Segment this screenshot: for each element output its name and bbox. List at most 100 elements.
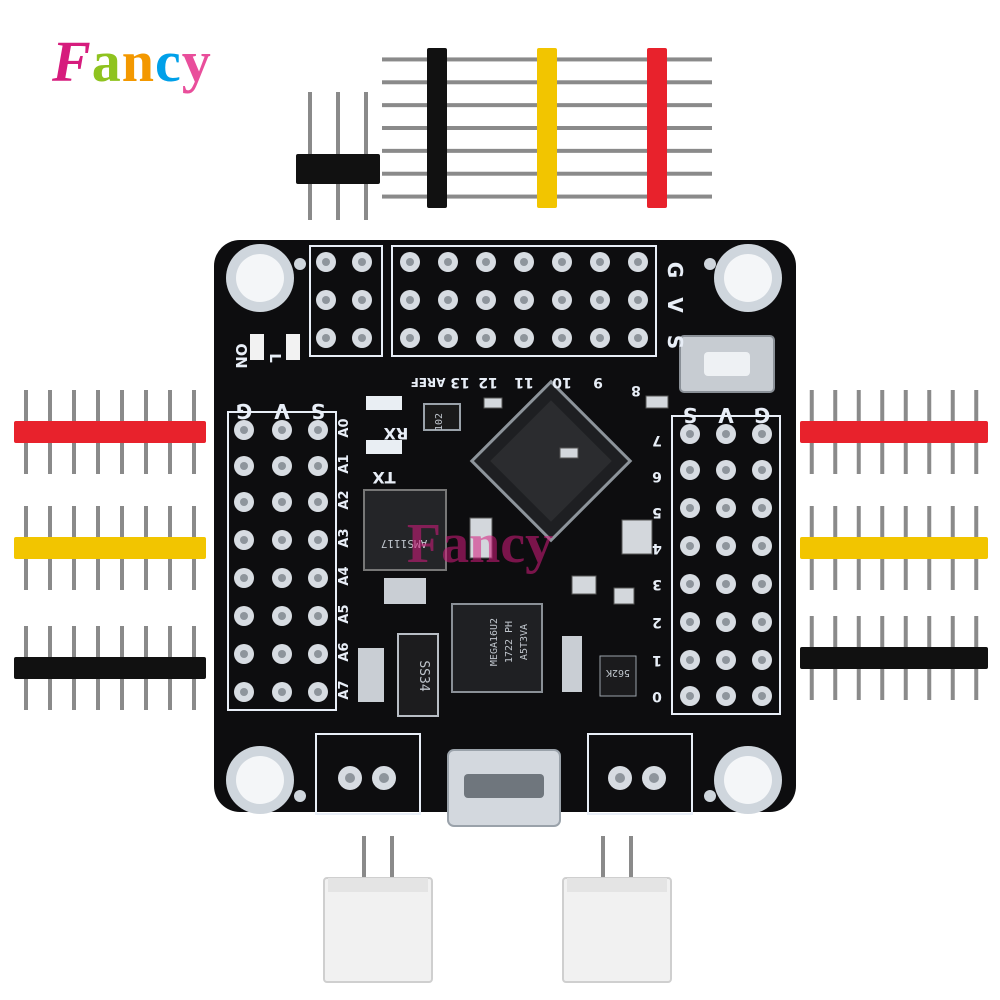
jst-pin	[390, 836, 394, 886]
header-pad-hole	[322, 334, 330, 342]
jst-pad-hole	[345, 773, 355, 783]
smd-component	[571, 575, 597, 595]
top-pin-number: 11	[514, 374, 533, 390]
analog-pin-label: A3	[337, 528, 352, 547]
header-pad-hole	[482, 334, 490, 342]
smd-component	[621, 519, 653, 555]
usb-chip-sub-label-2: A5T3VA	[519, 624, 530, 660]
small-header-housing	[296, 154, 380, 184]
header-pad-hole	[520, 296, 528, 304]
header-pad-hole	[722, 542, 730, 550]
header-pad-hole	[722, 692, 730, 700]
schottky-diode	[397, 633, 439, 717]
header-pad-hole	[686, 430, 694, 438]
label-aref: AREF	[411, 375, 446, 389]
top-header-label-v: V	[663, 297, 687, 313]
header-pad-hole	[240, 688, 248, 696]
jst-lip	[328, 878, 428, 892]
silk-outline-jst-left	[315, 733, 421, 815]
digital-pin-label: 7	[652, 432, 662, 448]
header-pad-hole	[278, 612, 286, 620]
logo-letter-a: a	[91, 29, 122, 94]
header-pad-hole	[722, 504, 730, 512]
brand-logo: Fancy	[52, 28, 212, 95]
smd-component	[483, 397, 503, 409]
left-black-header-strip-housing	[14, 657, 206, 679]
usb-chip-sub-label: 1722 PH	[504, 621, 515, 663]
header-pad-hole	[406, 258, 414, 266]
left-red-header-strip-housing	[14, 421, 206, 443]
via-pad	[294, 790, 306, 802]
header-pad-hole	[634, 296, 642, 304]
left-header-label-s: S	[311, 399, 325, 423]
smd-component	[613, 587, 635, 605]
logo-letter-y: y	[181, 29, 212, 94]
led-label-l: L	[266, 353, 284, 363]
jst-pad-hole	[615, 773, 625, 783]
usb-interface-chip	[451, 603, 543, 693]
header-pad-hole	[758, 656, 766, 664]
header-pad-hole	[314, 536, 322, 544]
led-label-on: ON	[232, 343, 250, 368]
header-pad-hole	[722, 656, 730, 664]
header-pad-hole	[444, 334, 452, 342]
header-pad-hole	[596, 258, 604, 266]
via-pad	[704, 258, 716, 270]
header-pad-hole	[686, 618, 694, 626]
header-pad-hole	[322, 296, 330, 304]
header-pad-hole	[444, 258, 452, 266]
header-pad-hole	[406, 334, 414, 342]
top-red-header-strip	[602, 48, 712, 208]
pin-number-8: 8	[631, 382, 641, 398]
header-pad-hole	[686, 504, 694, 512]
analog-pin-label: A4	[337, 566, 352, 585]
led-on	[250, 334, 264, 360]
micro-usb-opening	[464, 774, 544, 798]
silk-outline-jst-right	[587, 733, 693, 815]
header-pad-hole	[314, 612, 322, 620]
header-pad-hole	[758, 504, 766, 512]
smd-component	[469, 517, 493, 559]
header-pad-hole	[278, 574, 286, 582]
left-yellow-header-strip-housing	[14, 537, 206, 559]
logo-letter-f: F	[52, 29, 92, 94]
pcb-board	[214, 240, 796, 827]
header-pad-hole	[722, 580, 730, 588]
jst-pin	[601, 836, 605, 886]
header-pad-hole	[520, 258, 528, 266]
right-black-header-strip-housing	[800, 647, 988, 669]
header-pad-hole	[240, 612, 248, 620]
jst-pin	[629, 836, 633, 886]
analog-pin-label: A2	[337, 490, 352, 509]
crystal	[562, 636, 582, 692]
left-header-label-v: V	[274, 399, 290, 423]
led-tx-pad	[366, 440, 402, 454]
led-l	[286, 334, 300, 360]
header-pad-hole	[520, 334, 528, 342]
header-pad-hole	[758, 542, 766, 550]
led-rx-pad	[366, 396, 402, 410]
header-pad-hole	[278, 426, 286, 434]
top-red-header-strip-housing	[647, 48, 667, 208]
top-yellow-header-strip	[492, 48, 602, 208]
left-red-header-strip	[14, 390, 206, 474]
jst-housing	[562, 877, 672, 983]
header-pad-hole	[634, 334, 642, 342]
header-pad-hole	[758, 618, 766, 626]
header-pad-hole	[634, 258, 642, 266]
right-black-header-strip	[800, 616, 988, 700]
smd-capacitor	[358, 648, 384, 702]
digital-pin-label: 3	[652, 576, 662, 592]
header-pad-hole	[314, 426, 322, 434]
header-pad-hole	[558, 296, 566, 304]
resistor-562k-label: 562K	[606, 667, 630, 678]
top-pin-number: 10	[552, 374, 572, 390]
right-red-header-strip	[800, 390, 988, 474]
header-pad-hole	[482, 296, 490, 304]
resistor-562k	[599, 655, 637, 697]
header-pad-hole	[558, 334, 566, 342]
regulator-label: AMS1117	[381, 537, 427, 550]
header-pad-hole	[240, 498, 248, 506]
header-pad-hole	[596, 296, 604, 304]
smd-component	[645, 395, 669, 409]
